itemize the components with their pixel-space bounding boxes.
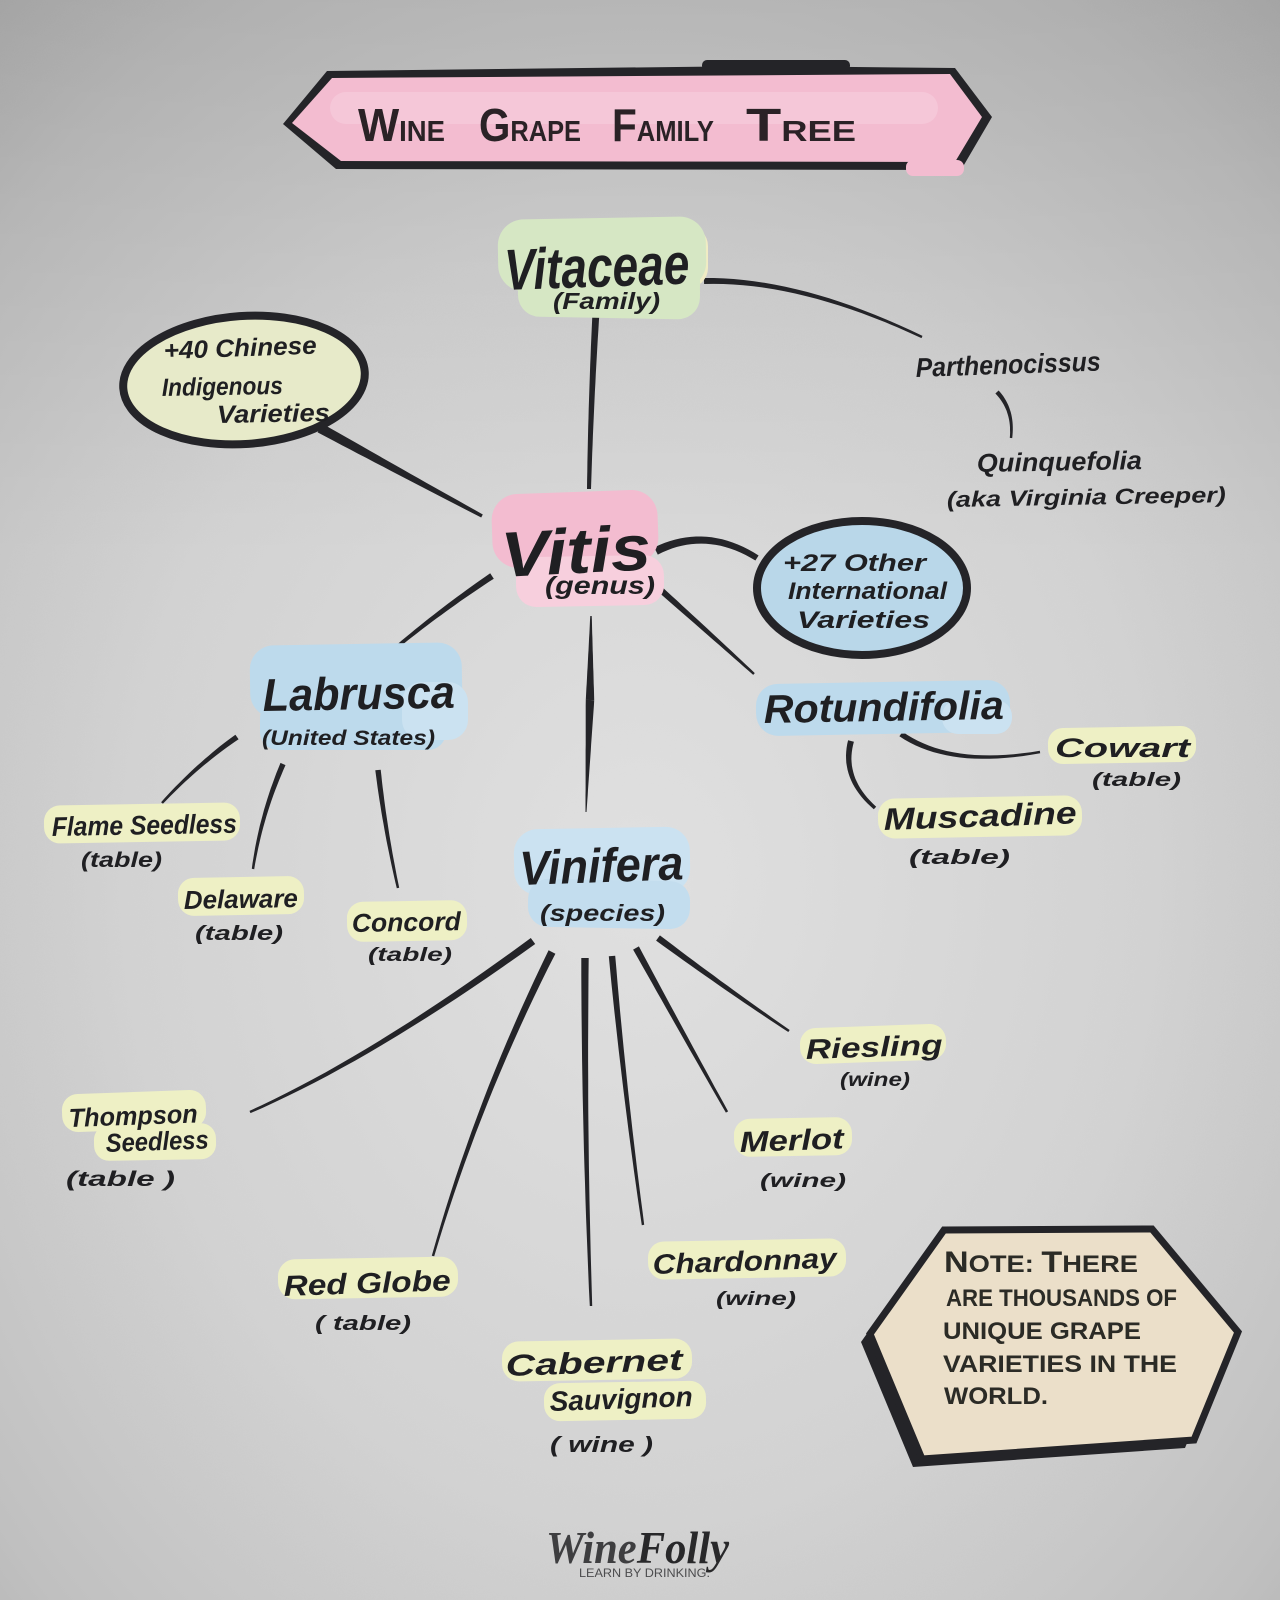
- svg-text:Vitaceae: Vitaceae: [503, 232, 690, 303]
- svg-text:(table): (table): [81, 849, 162, 872]
- svg-text:Varieties: Varieties: [797, 607, 930, 634]
- svg-text:UNIQUE GRAPE: UNIQUE GRAPE: [943, 1318, 1141, 1345]
- svg-text:(table): (table): [1092, 770, 1181, 791]
- svg-text:Thompson: Thompson: [68, 1099, 198, 1133]
- svg-text:Seedless: Seedless: [105, 1124, 209, 1158]
- svg-text:Merlot: Merlot: [739, 1123, 846, 1159]
- svg-text:WineFolly: WineFolly: [546, 1522, 730, 1573]
- svg-text:(Family): (Family): [553, 288, 660, 314]
- svg-text:GRAPE: GRAPE: [479, 99, 581, 151]
- svg-text:ARE THOUSANDS OF: ARE THOUSANDS OF: [946, 1285, 1177, 1312]
- svg-text:(table): (table): [195, 923, 283, 945]
- svg-text:Labrusca: Labrusca: [262, 666, 455, 721]
- svg-text:Indigenous: Indigenous: [162, 372, 284, 402]
- svg-text:LEARN BY DRINKING.: LEARN BY DRINKING.: [579, 1566, 710, 1580]
- svg-text:International: International: [788, 578, 948, 605]
- svg-text:Chardonnay: Chardonnay: [652, 1243, 839, 1280]
- svg-text:+27 Other: +27 Other: [783, 550, 928, 577]
- svg-text:(table ): (table ): [66, 1168, 175, 1191]
- svg-text:(table): (table): [368, 945, 452, 966]
- svg-text:VARIETIES IN THE: VARIETIES IN THE: [943, 1351, 1177, 1378]
- svg-text:WORLD.: WORLD.: [944, 1383, 1048, 1410]
- svg-text:Rotundifolia: Rotundifolia: [763, 684, 1004, 732]
- svg-text:WINE: WINE: [358, 99, 445, 151]
- svg-text:(table): (table): [909, 847, 1011, 869]
- svg-text:(aka Virginia Creeper): (aka Virginia Creeper): [947, 482, 1226, 512]
- svg-text:Muscadine: Muscadine: [883, 795, 1077, 837]
- svg-text:Riesling: Riesling: [805, 1029, 943, 1065]
- svg-text:Quinquefolia: Quinquefolia: [977, 445, 1142, 478]
- svg-text:(wine): (wine): [840, 1070, 910, 1091]
- svg-text:Flame Seedless: Flame Seedless: [52, 809, 237, 842]
- svg-text:( wine ): ( wine ): [550, 1432, 653, 1457]
- svg-text:Varieties: Varieties: [217, 399, 331, 429]
- svg-text:(United States): (United States): [262, 727, 435, 750]
- svg-text:Cowart: Cowart: [1055, 733, 1191, 763]
- svg-text:(wine): (wine): [716, 1289, 796, 1310]
- svg-text:Sauvignon: Sauvignon: [549, 1381, 693, 1417]
- svg-text:Concord: Concord: [352, 906, 463, 938]
- svg-text:(genus): (genus): [545, 572, 655, 600]
- svg-text:+40 Chinese: +40 Chinese: [163, 332, 317, 365]
- svg-text:Cabernet: Cabernet: [505, 1344, 686, 1383]
- svg-text:Vinifera: Vinifera: [519, 837, 685, 896]
- svg-text:(species): (species): [540, 900, 665, 926]
- svg-text:Delaware: Delaware: [184, 883, 299, 915]
- svg-text:FAMILY: FAMILY: [612, 99, 714, 151]
- svg-text:Vitis: Vitis: [499, 511, 653, 591]
- svg-text:( table): ( table): [315, 1313, 411, 1335]
- svg-text:Red Globe: Red Globe: [283, 1265, 451, 1303]
- svg-text:(wine): (wine): [760, 1171, 846, 1192]
- svg-text:Parthenocissus: Parthenocissus: [915, 347, 1101, 383]
